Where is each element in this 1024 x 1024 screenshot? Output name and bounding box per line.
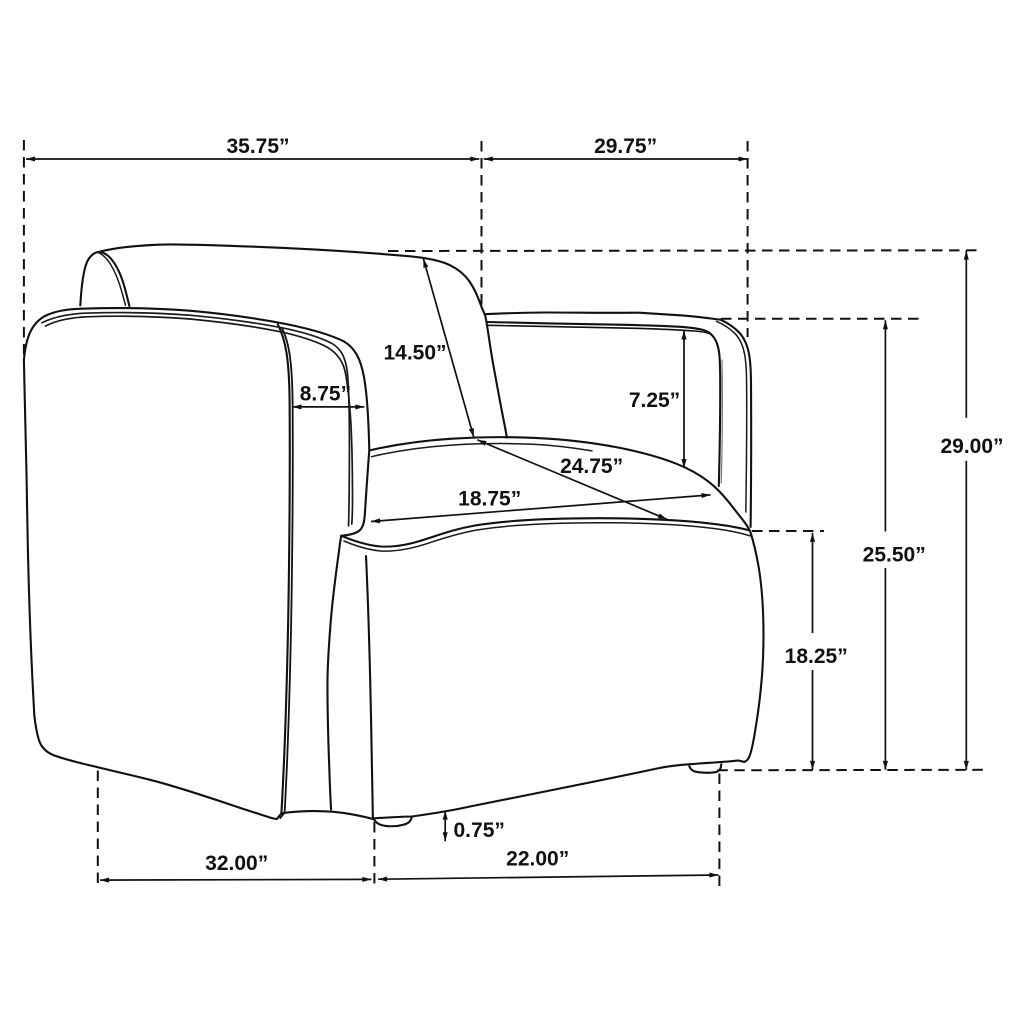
svg-text:29.75”: 29.75” bbox=[594, 135, 657, 158]
svg-text:0.75”: 0.75” bbox=[454, 819, 505, 842]
svg-text:29.00”: 29.00” bbox=[940, 435, 1003, 458]
svg-text:8.75”: 8.75” bbox=[300, 383, 351, 406]
svg-text:7.25”: 7.25” bbox=[629, 389, 680, 412]
svg-text:18.75”: 18.75” bbox=[458, 487, 521, 510]
svg-text:25.50”: 25.50” bbox=[863, 544, 926, 567]
svg-text:14.50”: 14.50” bbox=[383, 342, 446, 365]
svg-text:35.75”: 35.75” bbox=[226, 135, 289, 158]
svg-text:32.00”: 32.00” bbox=[205, 852, 268, 875]
svg-text:24.75”: 24.75” bbox=[560, 455, 623, 478]
svg-text:22.00”: 22.00” bbox=[506, 848, 569, 871]
svg-text:18.25”: 18.25” bbox=[785, 645, 848, 668]
